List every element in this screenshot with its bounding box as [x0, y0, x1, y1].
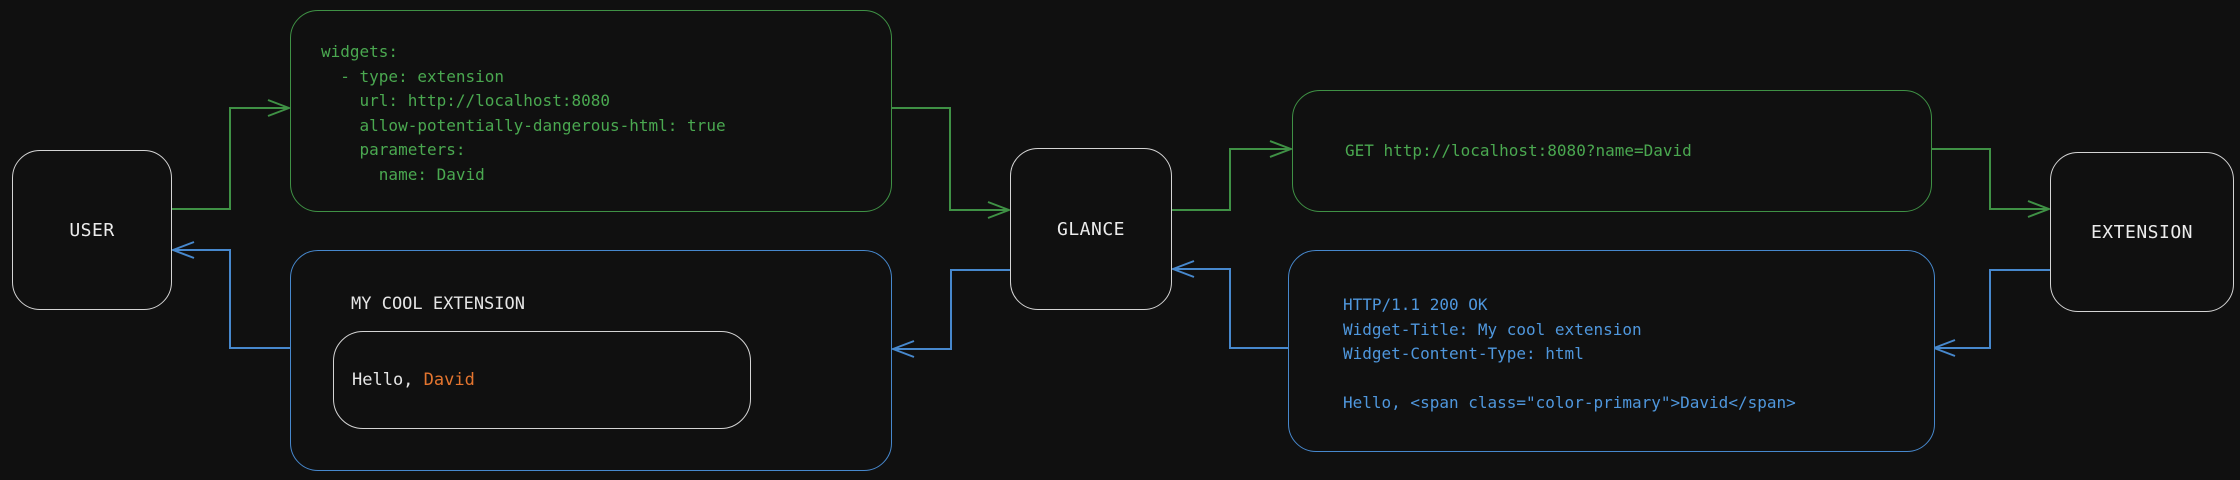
arrow-glance-to-request	[1170, 149, 1291, 211]
node-user: USER	[12, 150, 172, 310]
greeting-prefix: Hello,	[352, 370, 424, 390]
http-request-box: GET http://localhost:8080?name=David	[1292, 90, 1932, 212]
arrow-extension-to-response	[1934, 269, 2050, 348]
config-yaml-code: widgets: - type: extension url: http://l…	[321, 42, 726, 184]
node-glance-label: GLANCE	[1056, 218, 1126, 240]
widget-result-box: MY COOL EXTENSION Hello, David	[290, 250, 892, 471]
widget-title: MY COOL EXTENSION	[351, 294, 525, 314]
node-user-label: USER	[69, 219, 115, 241]
widget-greeting-box: Hello, David	[333, 331, 751, 429]
greeting-name: David	[423, 370, 475, 390]
node-extension-label: EXTENSION	[2090, 221, 2194, 243]
http-response-box: HTTP/1.1 200 OK Widget-Title: My cool ex…	[1288, 250, 1935, 452]
http-request-code: GET http://localhost:8080?name=David	[1345, 140, 1692, 160]
node-glance: GLANCE	[1010, 148, 1172, 310]
config-yaml-box: widgets: - type: extension url: http://l…	[290, 10, 892, 212]
arrow-glance-to-result	[893, 269, 1010, 349]
http-response-code: HTTP/1.1 200 OK Widget-Title: My cool ex…	[1343, 295, 1796, 412]
arrow-response-to-glance	[1173, 269, 1288, 349]
arrow-request-to-extension	[1930, 148, 2049, 209]
arrow-user-to-config	[170, 108, 289, 210]
arrow-result-to-user	[173, 250, 290, 349]
node-extension: EXTENSION	[2050, 152, 2234, 312]
arrow-config-to-glance	[890, 107, 1009, 210]
